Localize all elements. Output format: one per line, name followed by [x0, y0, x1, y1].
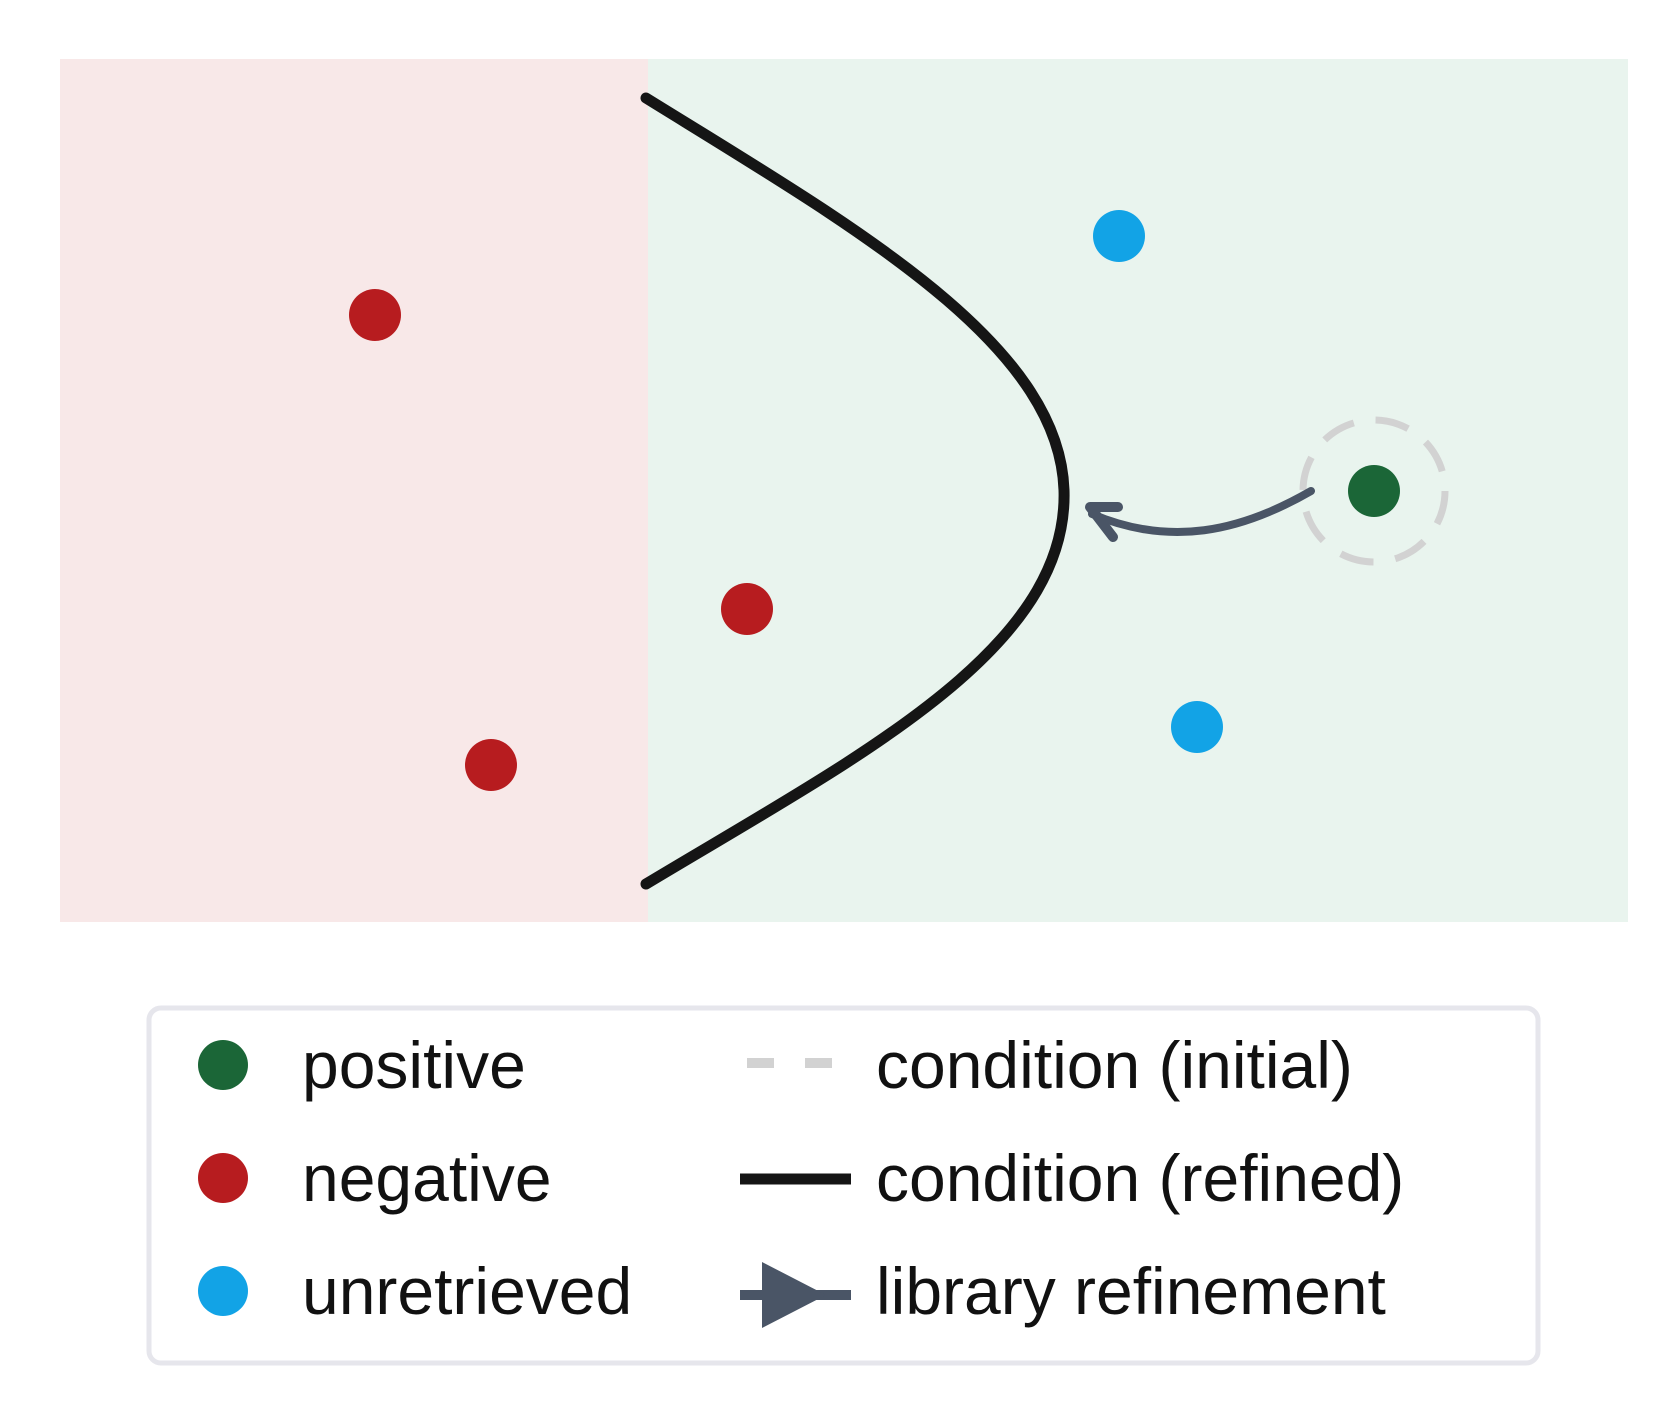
legend-marker-negative	[198, 1153, 248, 1203]
legend-label-negative: negative	[302, 1141, 552, 1215]
negative-point	[465, 739, 517, 791]
negative-point	[721, 583, 773, 635]
legend-label-condition-refined: condition (refined)	[876, 1141, 1404, 1215]
library-refinement-arrow	[1088, 487, 1315, 537]
legend-marker-library-refinement	[740, 1262, 851, 1328]
legend-label-condition-initial: condition (initial)	[876, 1028, 1353, 1102]
unretrieved-point	[1171, 701, 1223, 753]
negative-point	[349, 289, 401, 341]
legend-arrow-head	[762, 1262, 826, 1328]
legend-marker-unretrieved	[198, 1266, 248, 1316]
legend-marker-positive	[198, 1040, 248, 1090]
unretrieved-point	[1093, 210, 1145, 262]
condition-initial-ring	[1299, 416, 1449, 566]
legend: positive negative unretrieved condition …	[146, 1005, 1541, 1366]
legend-box	[146, 1005, 1541, 1366]
library-refinement-arrowhead	[1085, 502, 1123, 542]
positive-point	[1348, 465, 1400, 517]
legend-label-positive: positive	[302, 1028, 526, 1102]
negative-region	[60, 59, 648, 922]
legend-label-library-refinement: library refinement	[876, 1254, 1386, 1328]
condition-refined-boundary	[640, 92, 1070, 890]
legend-label-unretrieved: unretrieved	[302, 1254, 632, 1328]
